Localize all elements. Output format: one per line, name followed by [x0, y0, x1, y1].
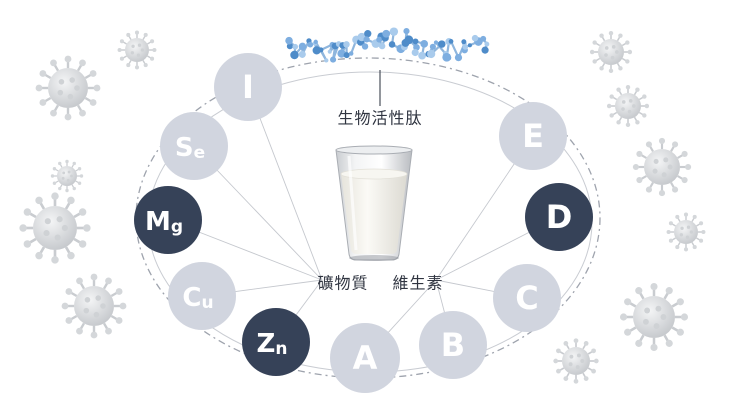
virus-icon — [19, 192, 91, 264]
nutrient-symbol: C — [515, 279, 538, 317]
connector-line — [247, 86, 323, 281]
nutrient-circle-se: Se — [160, 112, 228, 180]
nutrient-circle-zn: Zn — [242, 308, 310, 376]
nutrient-symbol: E — [522, 117, 544, 155]
nutrient-circle-cu: Cu — [168, 262, 236, 330]
virus-icon — [666, 212, 706, 252]
virus-icon — [35, 55, 101, 121]
circle-shape — [330, 323, 400, 393]
nutrient-symbol: A — [353, 339, 378, 377]
circle-shape — [134, 186, 202, 254]
nutrient-circle-e: E — [499, 102, 567, 170]
nutrient-symbol: D — [546, 198, 573, 236]
circle-shape — [493, 264, 561, 332]
circle-shape — [419, 311, 487, 379]
peptide-molecule-icon — [285, 27, 490, 63]
nutrient-symbol: B — [441, 326, 465, 364]
minerals-label: 礦物質 — [317, 274, 368, 293]
nutrient-symbol: Cu — [182, 283, 213, 314]
virus-icon — [61, 273, 127, 339]
nutrient-circle-mg: Mg — [134, 186, 202, 254]
virus-icon — [553, 338, 599, 384]
milk-glass-icon — [335, 145, 413, 261]
circle-shape — [242, 308, 310, 376]
circle-shape — [214, 53, 282, 121]
circle-shape — [168, 262, 236, 330]
nutrient-symbol: I — [242, 68, 254, 106]
nutrient-circle-b: B — [419, 311, 487, 379]
circle-shape — [160, 112, 228, 180]
nutrient-circle-i: I — [214, 53, 282, 121]
virus-icon — [606, 84, 650, 128]
peptide-label: 生物活性肽 — [337, 109, 422, 128]
virus-icon — [117, 30, 157, 70]
virus-background — [19, 30, 706, 384]
circle-shape — [499, 102, 567, 170]
nutrient-circle-c: C — [493, 264, 561, 332]
virus-icon — [589, 30, 633, 74]
circle-shape — [525, 183, 593, 251]
nutrient-symbol: Se — [175, 133, 205, 164]
nutrient-symbol: Mg — [145, 207, 183, 238]
virus-icon — [619, 282, 689, 352]
virus-icon — [50, 159, 84, 193]
nutrient-circle-d: D — [525, 183, 593, 251]
nutrient-symbol: Zn — [257, 329, 288, 360]
nutrient-circle-a: A — [330, 323, 400, 393]
virus-icon — [632, 137, 692, 197]
vitamins-label: 維生素 — [392, 274, 443, 293]
